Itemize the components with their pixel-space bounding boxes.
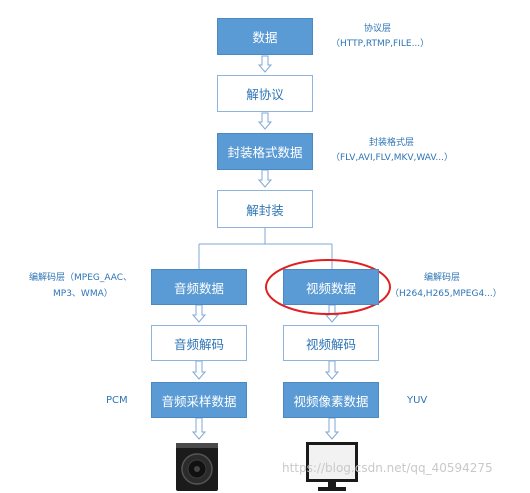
node-demux: 解封装 — [217, 190, 313, 228]
arrow-video-pixel-to-monitor — [324, 417, 340, 440]
node-video-pixel: 视频像素数据 — [283, 382, 379, 418]
node-video-decode: 视频解码 — [283, 325, 379, 361]
watermark: https://blog.csdn.net/qq_40594275 — [282, 461, 493, 475]
speaker-icon — [176, 443, 218, 491]
container-layer-examples: （FLV,AVI,FLV,MKV,WAV...） — [331, 153, 453, 163]
arrow-data-to-unprotocol — [257, 55, 273, 73]
protocol-layer-title: 协议层 — [364, 24, 392, 34]
video-codec-examples: （H264,H265,MPEG4...） — [390, 289, 502, 299]
node-video-data: 视频数据 — [283, 269, 379, 305]
arrow-audio-data-to-decode — [191, 304, 207, 323]
video-codec-title: 编解码层 — [424, 273, 461, 283]
highlight-ellipse — [265, 259, 391, 315]
node-audio-sample: 音频采样数据 — [151, 382, 247, 418]
arrow-audio-decode-to-sample — [191, 360, 207, 380]
yuv-label: YUV — [407, 395, 428, 406]
container-layer-title: 封装格式层 — [369, 138, 415, 148]
monitor-icon — [306, 442, 358, 491]
node-container-data: 封装格式数据 — [217, 133, 313, 170]
node-audio-decode: 音频解码 — [151, 325, 247, 361]
audio-codec-note-line1: 编解码层（MPEG_AAC、 — [29, 273, 133, 283]
arrow-video-decode-to-pixel — [324, 360, 340, 380]
arrow-unprotocol-to-container — [257, 112, 273, 130]
node-audio-data: 音频数据 — [151, 269, 247, 305]
pcm-label: PCM — [106, 395, 128, 406]
node-unprotocol: 解协议 — [217, 75, 313, 112]
arrow-container-to-demux — [257, 169, 273, 188]
arrow-audio-sample-to-speaker — [191, 417, 207, 440]
protocol-layer-examples: （HTTP,RTMP,FILE...） — [331, 39, 430, 49]
audio-codec-note-line2: MP3、WMA） — [53, 289, 113, 299]
node-data: 数据 — [217, 18, 313, 55]
